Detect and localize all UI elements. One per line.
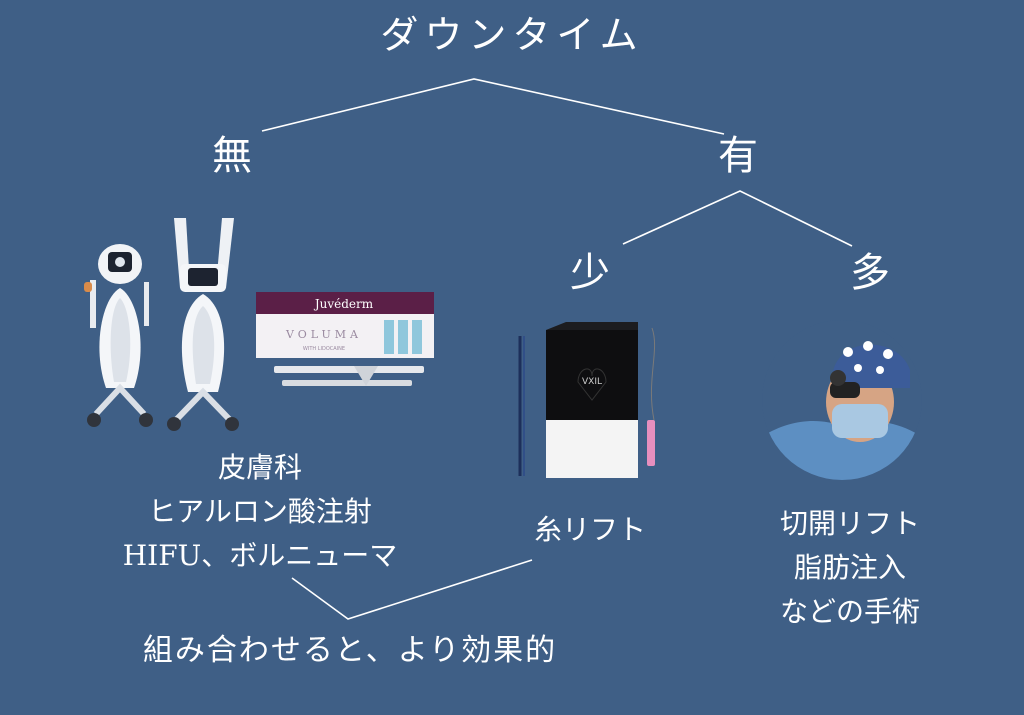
- label-line: ヒアルロン酸注射: [148, 495, 372, 528]
- juvederm-logo: Juvéderm: [313, 297, 374, 311]
- label-many-downtime: 切開リフト 脂肪注入 などの手術: [740, 502, 960, 634]
- label-line: 糸リフト: [533, 513, 646, 546]
- label-line: 脂肪注入: [793, 551, 906, 584]
- surgeon-image: [762, 320, 922, 480]
- node-downtime-have: 有: [718, 133, 758, 179]
- vxil-text: VXIL: [582, 377, 602, 387]
- hifu-device-image-2: [167, 218, 239, 431]
- hifu-device-image-1: [84, 244, 153, 427]
- label-line: HIFU、ボルニューマ: [122, 539, 398, 572]
- label-line: 切開リフト: [779, 507, 920, 540]
- node-downtime-none: 無: [212, 133, 252, 179]
- label-line: などの手術: [779, 595, 920, 628]
- voluma-product-image: Juvéderm VOLUMA WITH LIDOCAINE: [256, 292, 434, 386]
- node-downtime-few: 少: [570, 250, 610, 296]
- combination-note: 組み合わせると、より効果的: [142, 633, 558, 668]
- voluma-subtext: WITH LIDOCAINE: [303, 346, 345, 352]
- branch-few-many: [622, 190, 853, 247]
- label-few-downtime: 糸リフト: [500, 508, 680, 552]
- diagram-title: ダウンタイム: [380, 13, 644, 57]
- node-downtime-many: 多: [850, 250, 890, 296]
- voluma-text: VOLUMA: [285, 328, 362, 341]
- label-no-downtime: 皮膚科 ヒアルロン酸注射 HIFU、ボルニューマ: [60, 446, 460, 578]
- thread-lift-product-image: VXIL: [518, 322, 656, 478]
- branch-none-have: [261, 78, 725, 135]
- label-line: 皮膚科: [217, 451, 302, 484]
- combo-bracket: [291, 559, 533, 620]
